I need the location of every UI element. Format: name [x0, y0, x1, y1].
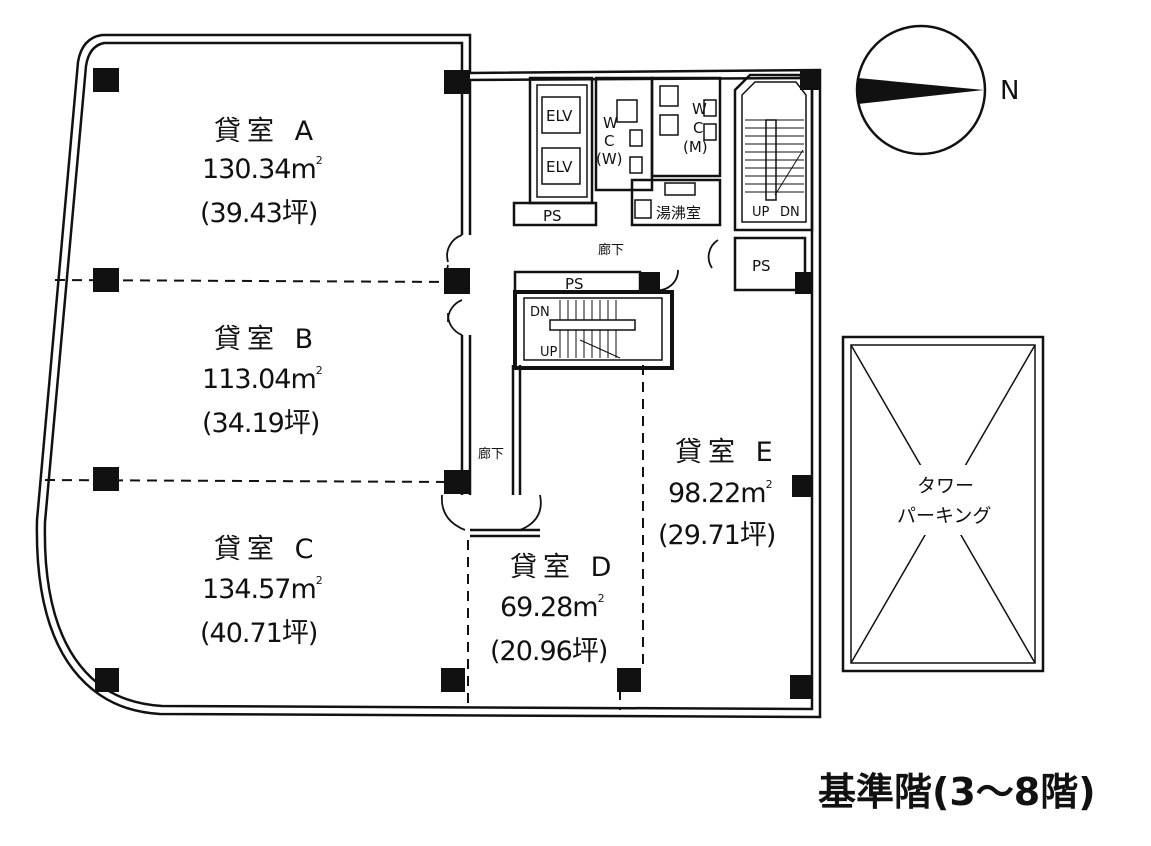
wc-men-line1: W: [692, 100, 707, 118]
floor-title: 基準階(3〜8階): [818, 770, 1096, 814]
room-c-area: 134.57m2: [202, 574, 322, 605]
room-d-area-sup: 2: [598, 592, 604, 605]
tower-parking-line1: タワー: [917, 475, 974, 497]
wc-women-line2: C: [604, 132, 614, 150]
elevator-label-1: ELV: [546, 107, 573, 125]
elevator-core: [512, 76, 598, 227]
room-d-tsubo: (20.96坪): [490, 636, 607, 667]
room-c-tsubo: (40.71坪): [200, 618, 317, 649]
toilet-core: [594, 76, 722, 227]
compass-north-label: N: [1000, 76, 1019, 106]
room-d-area: 69.28m2: [500, 592, 604, 623]
room-b-area-sup: 2: [316, 364, 322, 377]
kitchenette-label: 湯沸室: [656, 204, 701, 222]
room-e-tsubo: (29.71坪): [658, 520, 775, 551]
compass: N: [855, 24, 1019, 156]
ps-label-1: PS: [543, 207, 562, 225]
room-d-name: 貸室 D: [510, 552, 617, 583]
east-stair-up: UP: [752, 205, 770, 220]
room-e-name: 貸室 E: [675, 437, 779, 468]
room-c-area-value: 134.57m: [202, 574, 316, 605]
room-a-name: 貸室 A: [214, 116, 319, 147]
room-e-area: 98.22m2: [668, 478, 772, 509]
room-d-label: 貸室 D 69.28m2 (20.96坪): [490, 552, 617, 667]
room-a-label: 貸室 A 130.34m2 (39.43坪): [200, 116, 323, 229]
room-a-area-value: 130.34m: [202, 154, 316, 185]
east-stair-treads: [745, 119, 804, 196]
room-b-name: 貸室 B: [214, 324, 319, 355]
room-c-area-sup: 2: [316, 574, 322, 587]
room-a-area: 130.34m2: [202, 154, 322, 185]
elevator-label-2: ELV: [546, 158, 573, 176]
ps-box-east: [733, 236, 807, 292]
wc-men-line2: C: [693, 119, 703, 137]
structural-columns: [93, 68, 820, 699]
central-stair-treads: [559, 300, 621, 359]
central-stair-down: DN: [530, 305, 550, 320]
room-c-label: 貸室 C 134.57m2 (40.71坪): [200, 534, 323, 649]
wc-women-line1: W: [603, 114, 618, 132]
wc-women-line3: (W): [596, 150, 623, 168]
east-stair-down: DN: [780, 205, 800, 220]
ps-label-2: PS: [565, 275, 584, 293]
room-a-tsubo: (39.43坪): [200, 198, 317, 229]
room-e-area-value: 98.22m: [668, 478, 766, 509]
corridor-label: 廊下: [598, 242, 624, 258]
room-b-label: 貸室 B 113.04m2 (34.19坪): [202, 324, 323, 439]
compass-needle: [858, 78, 984, 104]
tower-parking-line2: パーキング: [897, 505, 991, 527]
tower-parking: [841, 335, 1045, 673]
central-stair-up: UP: [540, 345, 558, 360]
west-partition: [460, 80, 540, 538]
ps-label-3: PS: [752, 257, 771, 275]
room-b-area: 113.04m2: [202, 364, 322, 395]
room-b-area-value: 113.04m: [202, 364, 316, 395]
room-b-tsubo: (34.19坪): [202, 408, 319, 439]
room-e-label: 貸室 E 98.22m2 (29.71坪): [658, 437, 779, 551]
room-c-name: 貸室 C: [214, 534, 319, 565]
room-d-area-value: 69.28m: [500, 592, 598, 623]
building-outline: [35, 33, 822, 719]
wc-men-line3: (M): [683, 138, 708, 156]
room-a-area-sup: 2: [316, 154, 322, 167]
room-e-area-sup: 2: [766, 478, 772, 491]
corridor-label-vertical: 廊下: [478, 446, 504, 462]
